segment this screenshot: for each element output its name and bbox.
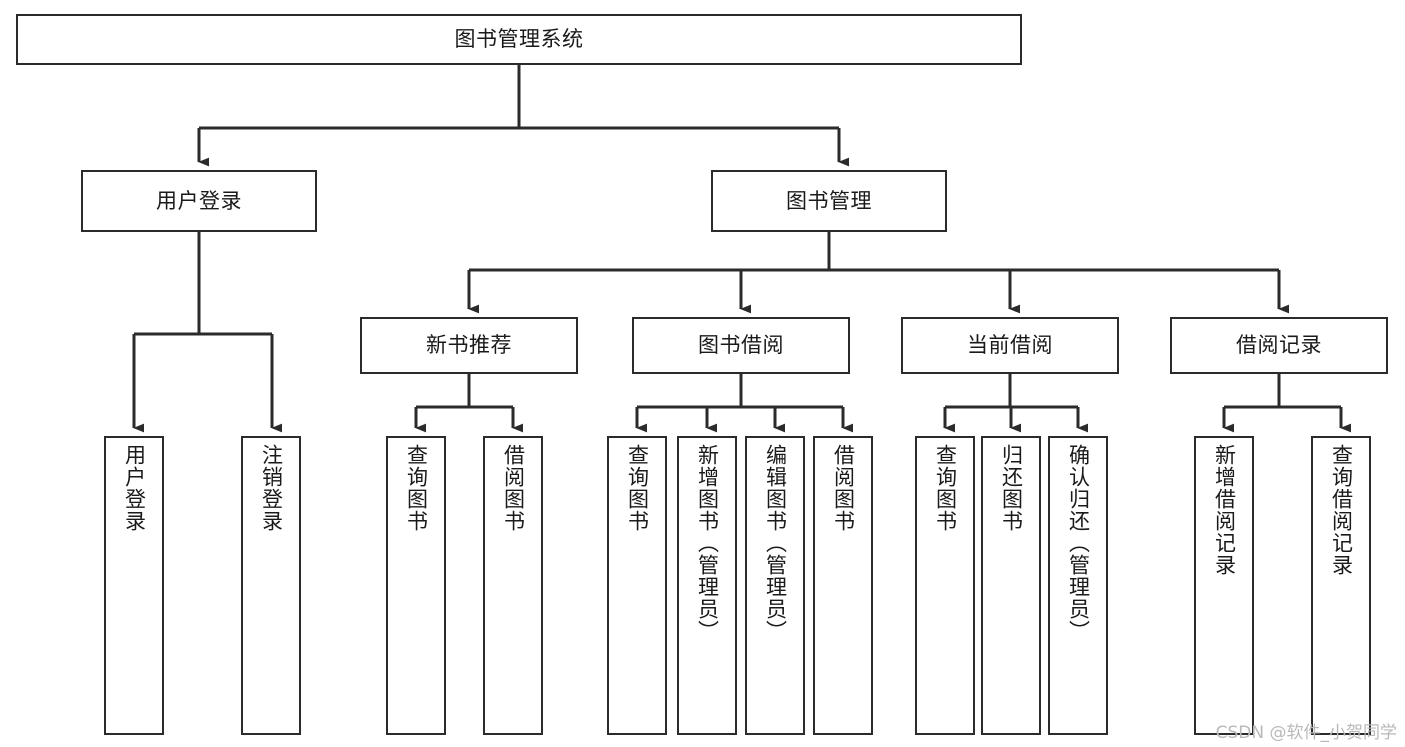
node-leaf-confirm-return[interactable]: 确认归还（管理员）	[1048, 436, 1108, 735]
node-leaf-borrow-book-2-label: 借阅图书	[831, 444, 856, 532]
node-leaf-borrow-book-1-label: 借阅图书	[501, 444, 526, 532]
node-leaf-add-book[interactable]: 新增图书（管理员）	[677, 436, 737, 735]
node-leaf-logout-label: 注销登录	[259, 444, 284, 532]
book-borrow-to-leaves-edges	[635, 374, 854, 433]
node-current-borrow[interactable]: 当前借阅	[901, 317, 1119, 374]
node-leaf-add-record-label: 新增借阅记录	[1212, 444, 1237, 576]
new-book-rec-to-leaves-edges	[414, 374, 524, 433]
node-book-manage-label: 图书管理	[786, 188, 872, 213]
node-book-manage[interactable]: 图书管理	[711, 170, 947, 232]
watermark: CSDN @软件_小贺同学	[1215, 723, 1397, 743]
borrow-record-to-leaves-edges	[1222, 374, 1352, 433]
node-root[interactable]: 图书管理系统	[16, 14, 1022, 65]
node-book-borrow[interactable]: 图书借阅	[632, 317, 850, 374]
node-leaf-borrow-book-2[interactable]: 借阅图书	[813, 436, 873, 735]
node-leaf-query-book-3-label: 查询图书	[933, 444, 958, 532]
node-leaf-confirm-return-label: 确认归还（管理员）	[1066, 444, 1091, 642]
node-user-login-label: 用户登录	[156, 188, 242, 213]
node-leaf-query-book-1-label: 查询图书	[404, 444, 429, 532]
book-manage-to-level2-edges	[467, 232, 1290, 314]
node-borrow-record-label: 借阅记录	[1236, 333, 1322, 358]
node-leaf-add-record[interactable]: 新增借阅记录	[1194, 436, 1254, 735]
node-user-login[interactable]: 用户登录	[81, 170, 317, 232]
node-leaf-query-book-3[interactable]: 查询图书	[915, 436, 975, 735]
node-leaf-query-book-1[interactable]: 查询图书	[386, 436, 446, 735]
node-leaf-edit-book[interactable]: 编辑图书（管理员）	[745, 436, 805, 735]
node-leaf-query-book-2[interactable]: 查询图书	[607, 436, 667, 735]
node-leaf-query-book-2-label: 查询图书	[625, 444, 650, 532]
node-leaf-borrow-book-1[interactable]: 借阅图书	[483, 436, 543, 735]
node-leaf-query-record-label: 查询借阅记录	[1329, 444, 1354, 576]
node-leaf-user-login-label: 用户登录	[122, 444, 147, 532]
node-leaf-user-login[interactable]: 用户登录	[104, 436, 164, 735]
node-leaf-add-book-label: 新增图书（管理员）	[695, 444, 720, 642]
node-current-borrow-label: 当前借阅	[967, 333, 1053, 358]
node-leaf-return-book[interactable]: 归还图书	[981, 436, 1041, 735]
current-borrow-to-leaves-edges	[943, 374, 1089, 433]
node-new-book-rec-label: 新书推荐	[426, 333, 512, 358]
node-root-label: 图书管理系统	[454, 27, 584, 52]
user-login-to-leaves-edges	[132, 232, 283, 433]
node-leaf-edit-book-label: 编辑图书（管理员）	[763, 444, 788, 642]
node-leaf-logout[interactable]: 注销登录	[241, 436, 301, 735]
node-leaf-query-record[interactable]: 查询借阅记录	[1311, 436, 1371, 735]
node-book-borrow-label: 图书借阅	[698, 333, 784, 358]
node-new-book-rec[interactable]: 新书推荐	[360, 317, 578, 374]
node-borrow-record[interactable]: 借阅记录	[1170, 317, 1388, 374]
root-to-level1-edges	[197, 65, 850, 167]
node-leaf-return-book-label: 归还图书	[999, 444, 1024, 532]
